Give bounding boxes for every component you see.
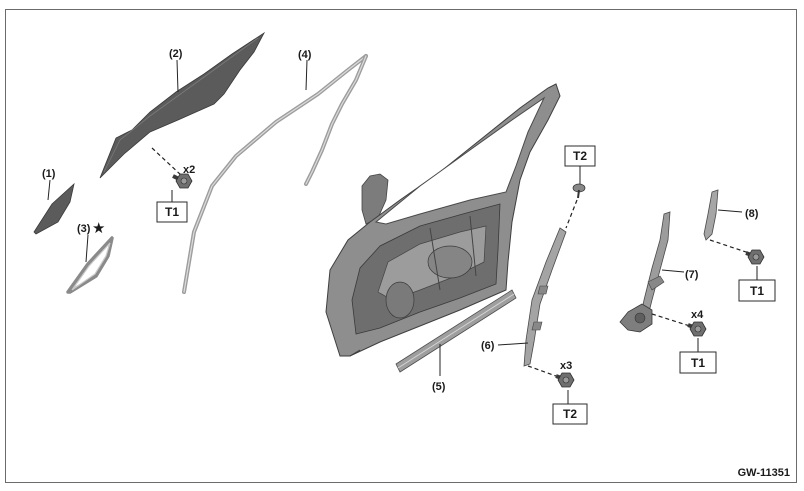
glass-bolt: x2 T1 [156,164,195,223]
callout-7: (7) [685,269,699,281]
part-6-sash-guide: (6) [481,227,567,377]
part-8-rear-sash: (8) [703,189,759,255]
callout-5: (5) [432,381,446,393]
qty-regulator-bolt: x4 [691,309,704,321]
torque-guide-top-clip: T2 [573,149,587,163]
callout-8: (8) [745,208,759,220]
regulator-bolt: x4 T1 [679,309,717,374]
torque-guide-bottom-bolt: T2 [563,407,577,421]
callout-3: (3) [77,223,91,235]
star-icon: ★ [92,220,105,237]
rear-sash-bolt: T1 [738,249,776,302]
qty-glass-bolt: x2 [183,164,195,176]
guide-bottom-bolt: x3 T2 [552,360,588,425]
part-1-quarter-glass: (1) [33,168,75,235]
door-panel [325,83,561,357]
callout-1: (1) [42,168,56,180]
part-4-glass-run: (4) [182,49,368,294]
part-3-quarter-weatherstrip: (3) ★ [66,220,114,294]
guide-top-clip: T2 [564,145,596,229]
part-5-belt-weatherstrip: (5) [395,289,517,393]
part-7-window-regulator: (7) [619,211,699,333]
torque-rear-sash-bolt: T1 [750,284,764,298]
part-2-door-glass: (2) [99,31,266,179]
callout-2: (2) [169,48,183,60]
qty-guide-bolt: x3 [560,360,572,372]
figure-id: GW-11351 [738,467,790,479]
callout-4: (4) [298,49,312,61]
torque-regulator-bolt: T1 [691,356,705,370]
callout-6: (6) [481,340,495,352]
torque-glass-bolt: T1 [165,205,179,219]
